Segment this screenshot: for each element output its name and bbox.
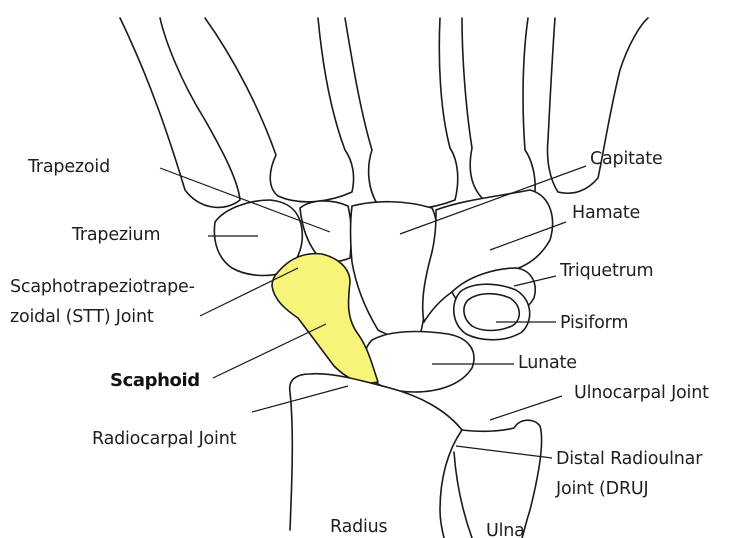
label-trapezoid: Trapezoid: [27, 157, 110, 177]
lunate-bone: [364, 332, 474, 392]
radius-bone: [290, 374, 462, 538]
label-pisiform: Pisiform: [560, 313, 628, 333]
label-hamate: Hamate: [572, 203, 640, 223]
carpals: [214, 190, 552, 392]
label-triquetrum: Triquetrum: [559, 261, 653, 281]
leader-ulnocarpal: [490, 396, 562, 420]
label-lunate: Lunate: [518, 353, 577, 373]
label-trapezium: Trapezium: [71, 225, 160, 245]
label-druj-line1: Distal Radioulnar: [556, 449, 703, 469]
label-radiocarpal: Radiocarpal Joint: [92, 429, 237, 449]
label-stt-line2: zoidal (STT) Joint: [10, 307, 154, 327]
metacarpals: [120, 18, 648, 209]
pisiform-inner: [464, 294, 519, 331]
forearm-bones: [290, 374, 542, 538]
label-scaphoid: Scaphoid: [110, 370, 200, 391]
leader-scaphoid: [213, 324, 326, 378]
label-stt-line1: Scaphotrapeziotrape-: [10, 277, 195, 297]
label-radius: Radius: [330, 517, 388, 537]
label-ulnocarpal: Ulnocarpal Joint: [574, 383, 709, 403]
metacarpal-3: [345, 18, 458, 209]
label-druj-line2: Joint (DRUJ: [555, 479, 648, 499]
metacarpal-1: [120, 18, 240, 207]
label-capitate: Capitate: [590, 149, 663, 169]
metacarpal-4: [462, 18, 535, 201]
label-ulna: Ulna: [486, 521, 525, 538]
trapezoid-bone: [300, 201, 351, 262]
